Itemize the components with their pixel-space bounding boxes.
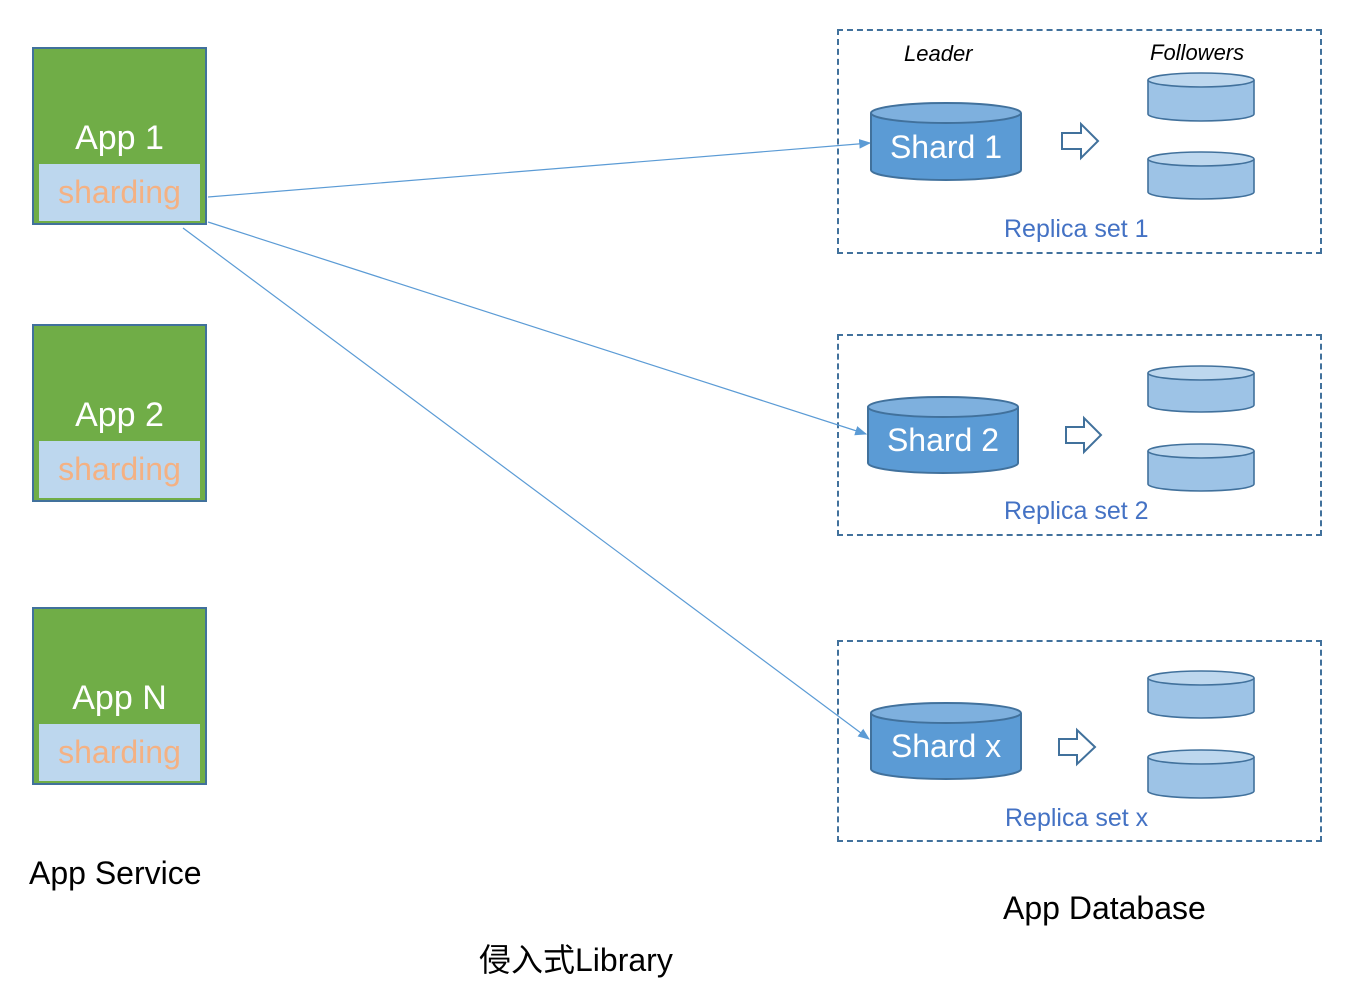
leader-label: Leader xyxy=(904,41,973,66)
shard-1-cylinder xyxy=(870,102,1022,181)
shard-2-label: Shard 2 xyxy=(886,422,1000,458)
app-box-1: App 1 sharding xyxy=(32,47,207,225)
replica-set-2-label: Replica set 2 xyxy=(1004,497,1149,525)
follower-cylinder xyxy=(1147,443,1255,492)
followers-label: Followers xyxy=(1150,40,1245,65)
app-title: App 1 xyxy=(75,119,164,157)
sharding-library: sharding xyxy=(39,164,200,221)
follower-cylinder xyxy=(1147,749,1255,799)
follower-cylinder xyxy=(1147,365,1255,413)
follower-cylinder xyxy=(1147,72,1255,122)
app-database-caption: App Database xyxy=(1003,890,1206,926)
replica-set-x-label: Replica set x xyxy=(1005,804,1149,832)
replica-set-1-label: Replica set 1 xyxy=(1004,215,1149,243)
sharding-library: sharding xyxy=(39,724,200,781)
app-service-caption: App Service xyxy=(29,855,202,891)
shard-x-label: Shard x xyxy=(890,728,1002,764)
shard-1-label: Shard 1 xyxy=(889,129,1003,165)
replication-arrow-icon xyxy=(1058,727,1097,767)
library-caption: 侵入式Library xyxy=(479,942,673,978)
shard-x-cylinder xyxy=(870,702,1022,780)
shard-2-cylinder xyxy=(867,396,1019,474)
connector-shard-2 xyxy=(207,221,868,436)
app-box-2: App 2 sharding xyxy=(32,324,207,502)
app-title: App 2 xyxy=(75,396,164,434)
replica-set-x-container xyxy=(837,640,1322,842)
connector-shard-1 xyxy=(207,139,872,198)
replica-set-1-container xyxy=(837,29,1322,254)
connector-shard-x xyxy=(182,227,870,740)
replication-arrow-icon xyxy=(1061,121,1100,161)
replication-arrow-icon xyxy=(1065,415,1103,455)
sharding-library: sharding xyxy=(39,441,200,498)
app-title: App N xyxy=(72,679,167,717)
app-box-n: App N sharding xyxy=(32,607,207,785)
follower-cylinder xyxy=(1147,151,1255,200)
follower-cylinder xyxy=(1147,670,1255,719)
replica-set-2-container xyxy=(837,334,1322,536)
